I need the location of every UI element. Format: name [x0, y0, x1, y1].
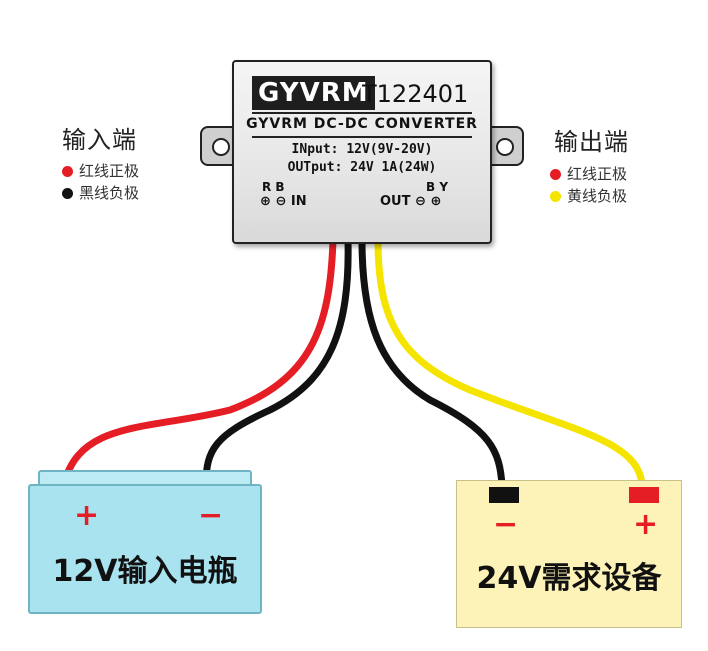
- output-legend-red: 红线正极: [550, 163, 627, 185]
- input-legend-black-label: 黑线负极: [79, 184, 140, 202]
- input-side-title: 输入端: [62, 126, 137, 154]
- black-dot-icon: [62, 187, 73, 199]
- output-legend: 红线正极 黄线负极: [550, 163, 627, 207]
- dc-dc-converter: GYVRM T122401 GYVRM DC-DC CONVERTER INpu…: [232, 60, 492, 244]
- divider: [252, 136, 472, 138]
- battery-minus-terminal: −: [198, 498, 224, 533]
- converter-subtitle: GYVRM DC-DC CONVERTER: [246, 116, 478, 132]
- in-label: IN: [290, 194, 307, 209]
- converter-brand: GYVRM: [252, 76, 375, 110]
- out-label: OUT: [380, 194, 411, 209]
- plus-circle-icon: ⊕: [430, 194, 442, 209]
- minus-circle-icon: ⊖: [275, 194, 287, 209]
- converter-output-spec: OUTput: 24V 1A(24W): [287, 160, 437, 175]
- yellow-dot-icon: [550, 190, 561, 202]
- minus-circle-icon: ⊖: [415, 194, 426, 209]
- device-label: 24V需求设备: [476, 561, 662, 596]
- input-legend-red: 红线正极: [62, 160, 139, 182]
- battery-plus-terminal: +: [74, 498, 100, 533]
- battery-top: [38, 470, 252, 488]
- input-legend-black: 黑线负极: [62, 182, 139, 204]
- output-yellow-wire: [374, 239, 646, 487]
- mounting-hole-icon: [496, 138, 514, 156]
- input-battery: + − 12V输入电瓶: [28, 484, 262, 614]
- input-legend: 红线正极 黑线负极: [62, 160, 139, 204]
- device-plus-terminal: +: [633, 507, 659, 542]
- output-black-wire: [358, 239, 506, 487]
- battery-label: 12V输入电瓶: [52, 554, 238, 589]
- red-dot-icon: [550, 168, 561, 180]
- output-legend-red-label: 红线正极: [567, 165, 628, 183]
- output-side-title: 输出端: [554, 128, 629, 156]
- device-negative-post: [489, 487, 519, 503]
- pin-labels-left: R B: [262, 180, 285, 194]
- plus-circle-icon: ⊕: [260, 194, 271, 209]
- converter-model: T122401: [362, 80, 469, 108]
- pin-labels-right: B Y: [426, 180, 449, 194]
- output-device: − + 24V需求设备: [456, 480, 682, 628]
- converter-input-spec: INput: 12V(9V-20V): [291, 142, 433, 157]
- red-dot-icon: [62, 165, 73, 177]
- mounting-hole-icon: [212, 138, 230, 156]
- output-legend-yellow: 黄线负极: [550, 185, 627, 207]
- output-terminals: OUT ⊖ ⊕: [380, 194, 441, 209]
- divider: [252, 112, 472, 114]
- device-positive-post: [629, 487, 659, 503]
- device-minus-terminal: −: [493, 507, 519, 542]
- input-terminals: ⊕ ⊖ IN: [260, 194, 307, 209]
- input-black-wire: [202, 239, 352, 485]
- input-legend-red-label: 红线正极: [79, 162, 140, 180]
- input-red-wire: [60, 239, 337, 485]
- output-legend-yellow-label: 黄线负极: [567, 187, 628, 205]
